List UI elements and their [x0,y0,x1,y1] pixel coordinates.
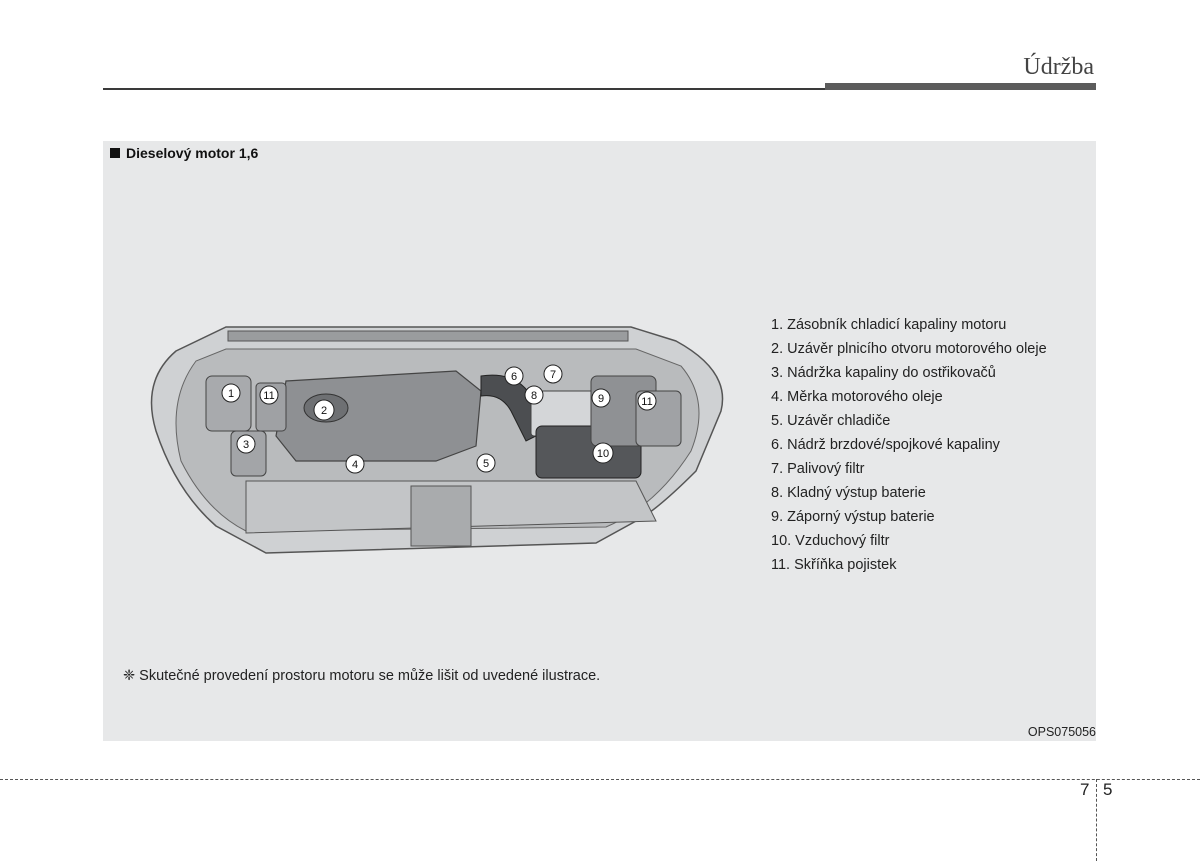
callout-2: 2 [321,405,327,417]
legend-item: 3. Nádržka kapaliny do ostřikovačů [771,365,996,381]
callout-10: 10 [597,448,609,460]
legend-item: 8. Kladný výstup baterie [771,485,926,501]
callout-11b: 11 [641,396,652,408]
parts-legend: 1. Zásobník chladicí kapaliny motoru 2. … [771,313,1047,577]
engine-bay-illustration: 1 11 2 3 4 5 6 7 8 9 11 10 [150,326,724,554]
footer-divider [0,779,1200,780]
legend-item: 2. Uzávěr plnicího otvoru motorového ole… [771,341,1047,357]
page-chapter-number: 7 [1080,780,1090,799]
header-rule-accent [825,83,1096,90]
legend-item: 7. Palivový filtr [771,461,865,477]
callout-3: 3 [243,439,249,451]
callout-5: 5 [483,458,489,470]
callout-7: 7 [550,369,556,381]
legend-item: 10. Vzduchový filtr [771,533,890,549]
figure-panel: Dieselový motor 1,6 [103,141,1096,741]
legend-item: 6. Nádrž brzdové/spojkové kapaliny [771,437,1000,453]
page-number: 5 [1103,780,1113,799]
callout-1: 1 [228,388,234,400]
figure-heading-text: Dieselový motor 1,6 [126,145,259,161]
callout-8: 8 [531,390,537,402]
legend-item: 9. Záporný výstup baterie [771,509,935,525]
header-rule [103,88,825,90]
callout-6: 6 [511,371,517,383]
figure-heading: Dieselový motor 1,6 [110,145,258,161]
callout-9: 9 [598,393,604,405]
legend-item: 4. Měrka motorového oleje [771,389,943,405]
page-number-divider [1096,779,1097,861]
image-code: OPS075056 [1027,725,1096,739]
illustration-note: ❈ Skutečné provedení prostoru motoru se … [123,668,601,684]
callout-11a: 11 [263,390,274,402]
legend-item: 11. Skříňka pojistek [771,557,897,573]
square-bullet-icon [110,148,120,158]
legend-item: 1. Zásobník chladicí kapaliny motoru [771,317,1007,333]
chapter-title: Údržba [1023,54,1094,80]
legend-item: 5. Uzávěr chladiče [771,413,891,429]
callout-4: 4 [352,459,358,471]
